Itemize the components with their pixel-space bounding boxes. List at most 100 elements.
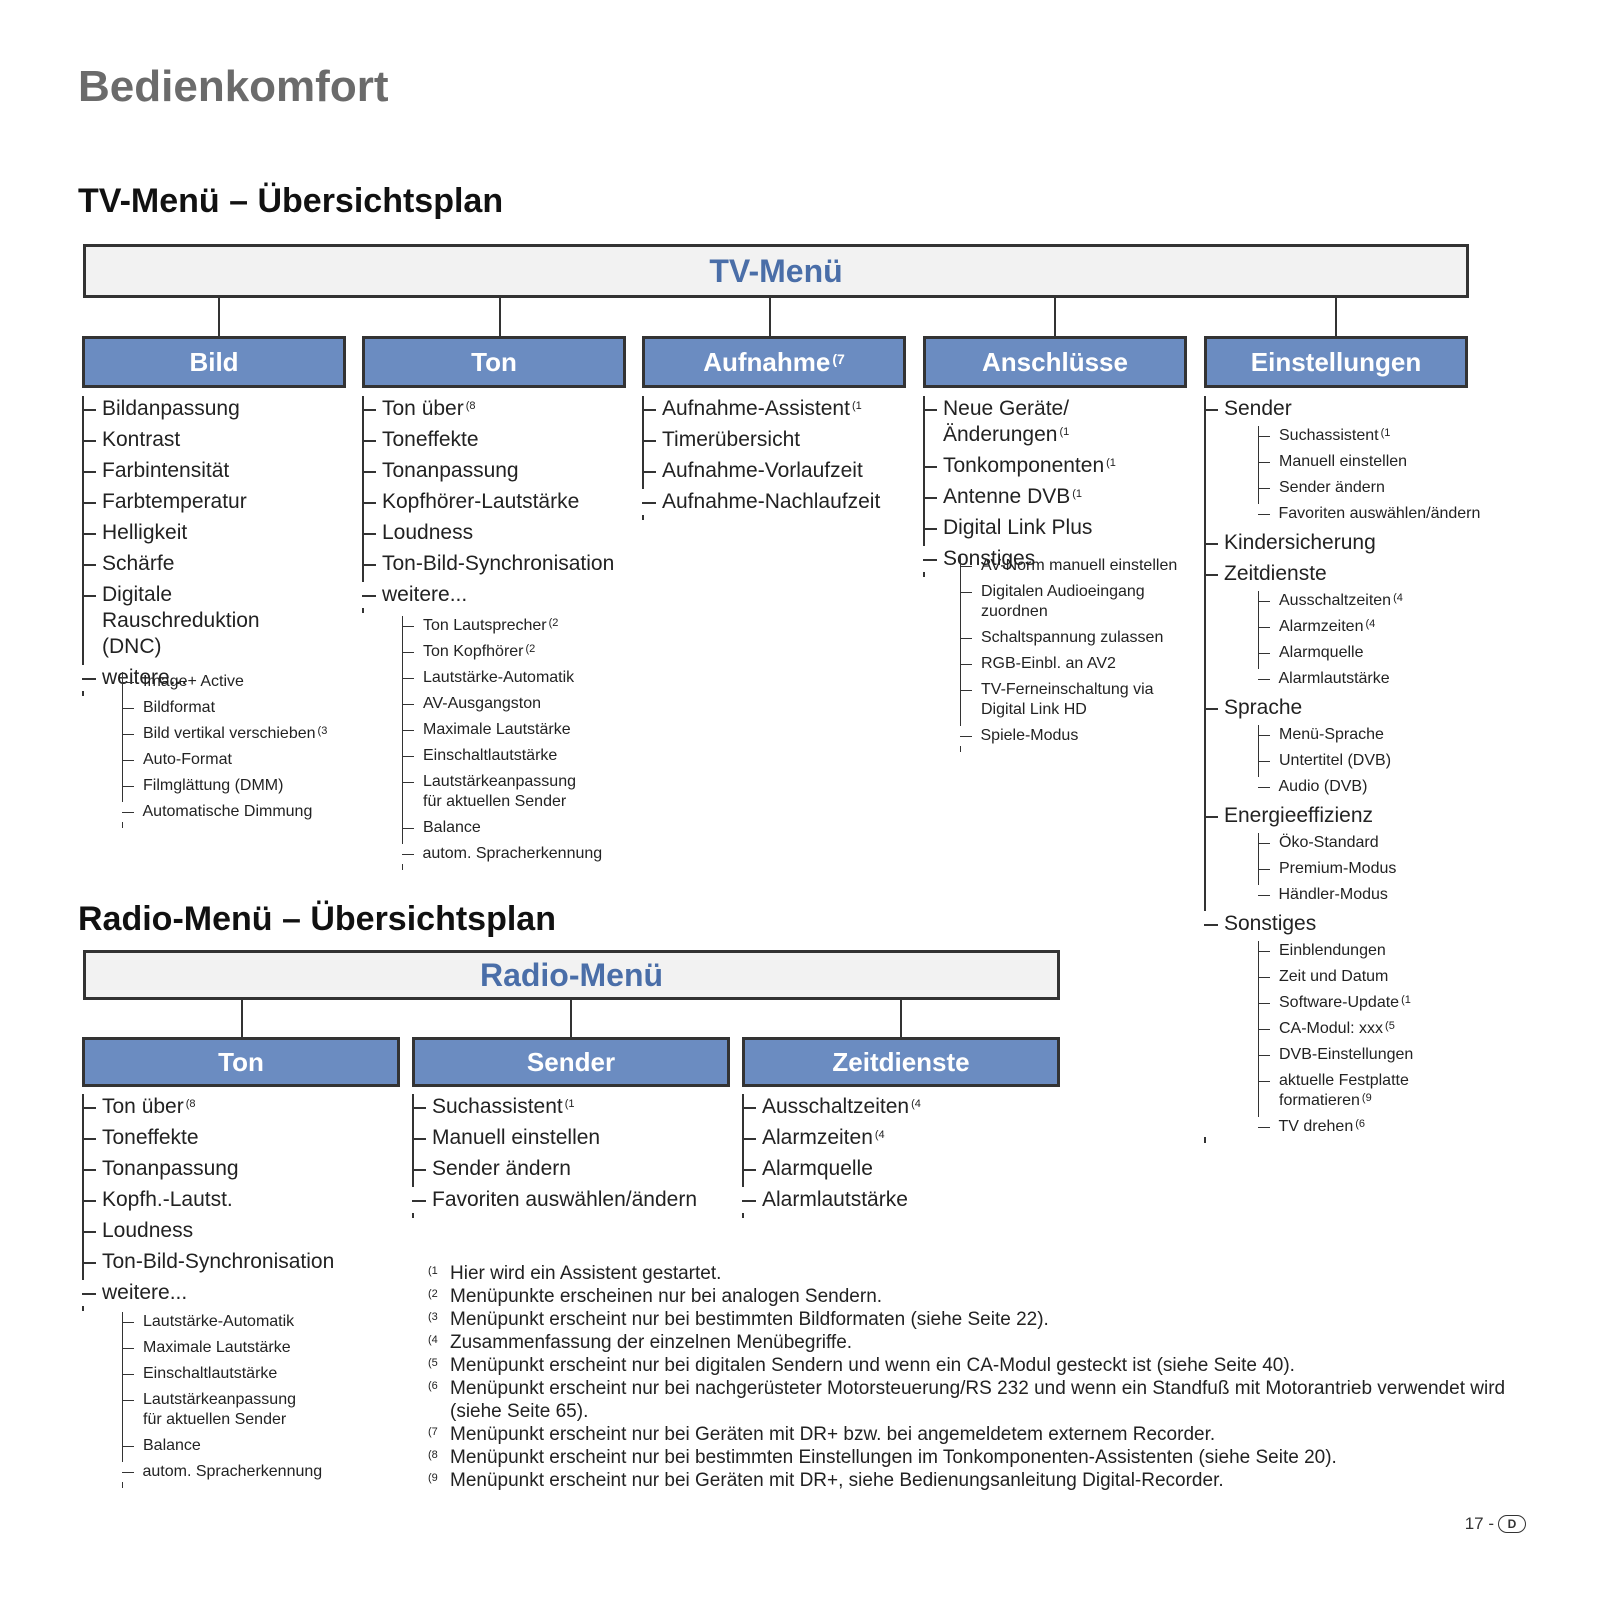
footnote-ref: (2 xyxy=(548,617,559,629)
menu-item: weitere... xyxy=(82,1280,384,1306)
tv-section-title: TV-Menü – Übersichtsplan xyxy=(78,182,504,220)
sub-item: Alarmlautstärke xyxy=(1257,669,1521,689)
sub-item: Image+ Active xyxy=(122,672,343,692)
menu-item: Loudness xyxy=(362,520,624,546)
sub-item: Audio (DVB) xyxy=(1257,777,1521,797)
menu-item: Farbtemperatur xyxy=(82,489,334,515)
sub-item: Spiele-Modus xyxy=(959,726,1182,746)
sub-item: Premium-Modus xyxy=(1258,859,1520,879)
menu-item: Ton-Bild-Synchronisation xyxy=(82,1249,384,1275)
menu-item: Toneffekte xyxy=(362,427,624,453)
radio-ton-subitem-list: Lautstärke-Automatik Maximale Lautstärke… xyxy=(121,1312,343,1488)
radio-menu-header: Radio-Menü xyxy=(83,950,1060,1000)
einstellungen-subitem-list: Suchassistent(1 Manuell einstellen Sende… xyxy=(1257,426,1521,524)
sub-item: Balance xyxy=(402,818,623,838)
sub-item: Ton Lautsprecher(2 xyxy=(402,616,623,636)
footnote-ref: (4 xyxy=(1393,592,1403,604)
ton-item-list: Ton über(8 Toneffekte Tonanpassung Kopfh… xyxy=(362,396,624,613)
menu-item: Kindersicherung xyxy=(1204,530,1486,556)
menu-item: Bildanpassung xyxy=(82,396,334,422)
sub-item: Alarmzeiten(4 xyxy=(1258,617,1520,637)
bild-subitem-list: Image+ Active Bildformat Bild vertikal v… xyxy=(121,672,344,828)
menu-item: Schärfe xyxy=(82,551,334,577)
sub-item: Manuell einstellen xyxy=(1258,452,1520,472)
menu-item: Alarmzeiten(4 xyxy=(742,1125,1044,1151)
tv-category-einstellungen: Einstellungen xyxy=(1204,336,1468,388)
sub-item: Lautstärkeanpassung für aktuellen Sender xyxy=(122,1390,303,1430)
sub-item: Balance xyxy=(122,1436,343,1456)
sub-item: Bildformat xyxy=(122,698,343,718)
sub-item: Schaltspannung zulassen xyxy=(960,628,1181,648)
menu-item: Favoriten auswählen/ändern xyxy=(412,1187,714,1213)
menu-item: Sonstiges Einblendungen Zeit und Datum S… xyxy=(1204,911,1486,1137)
menu-item: Digital Link Plus xyxy=(923,515,1195,541)
menu-item: Alarmlautstärke xyxy=(742,1187,1044,1213)
einstellungen-item-list: Sender Suchassistent(1 Manuell einstelle… xyxy=(1204,396,1486,1143)
menu-item: Ton über(8 xyxy=(362,396,624,422)
menu-item: Toneffekte xyxy=(82,1125,384,1151)
sub-item: Automatische Dimmung xyxy=(121,802,344,822)
menu-item: Ausschaltzeiten(4 xyxy=(742,1094,1044,1120)
sub-item: Favoriten auswählen/ändern xyxy=(1257,504,1521,524)
sub-item: Einblendungen xyxy=(1258,941,1459,961)
connector xyxy=(769,298,771,336)
radio-category-zeitdienste: Zeitdienste xyxy=(742,1037,1060,1087)
menu-item: Ton-Bild-Synchronisation xyxy=(362,551,624,577)
footnote-ref: (1 xyxy=(564,1098,575,1110)
sub-item: aktuelle Festplatte formatieren(9 xyxy=(1258,1071,1429,1111)
radio-sender-item-list: Suchassistent(1 Manuell einstellen Sende… xyxy=(412,1094,714,1218)
menu-item: Helligkeit xyxy=(82,520,334,546)
sub-item: Ausschaltzeiten(4 xyxy=(1258,591,1520,611)
menu-item: Kopfh.-Lautst. xyxy=(82,1187,384,1213)
sub-item: Einschaltlautstärke xyxy=(402,746,623,766)
tv-category-bild: Bild xyxy=(82,336,346,388)
page-number: 17 - D xyxy=(1465,1514,1526,1534)
sub-item: Suchassistent(1 xyxy=(1258,426,1520,446)
sub-item: Öko-Standard xyxy=(1258,833,1520,853)
sub-item: Digitalen Audioeingang zuordnen xyxy=(960,582,1161,622)
sub-item: TV drehen(6 xyxy=(1257,1117,1460,1137)
sub-item: RGB-Einbl. an AV2 xyxy=(960,654,1181,674)
menu-item: Neue Geräte/Änderungen(1 xyxy=(923,396,1195,448)
footnote-ref: (4 xyxy=(911,1098,921,1110)
sub-item: Menü-Sprache xyxy=(1258,725,1520,745)
tv-category-anschluesse: Anschlüsse xyxy=(923,336,1187,388)
radio-zeitdienste-item-list: Ausschaltzeiten(4 Alarmzeiten(4 Alarmque… xyxy=(742,1094,1044,1218)
connector xyxy=(218,298,220,336)
footnote-ref: (1 xyxy=(851,400,862,412)
sub-item: Händler-Modus xyxy=(1257,885,1521,905)
menu-item: Manuell einstellen xyxy=(412,1125,714,1151)
tv-category-ton: Ton xyxy=(362,336,626,388)
sub-item: Einschaltlautstärke xyxy=(122,1364,343,1384)
menu-item: Sender Suchassistent(1 Manuell einstelle… xyxy=(1204,396,1486,524)
sub-item: Zeit und Datum xyxy=(1258,967,1459,987)
menu-item: Farbintensität xyxy=(82,458,334,484)
footnote-ref: (1 xyxy=(1401,994,1411,1006)
menu-item: Timerübersicht xyxy=(642,427,914,453)
radio-ton-item-list: Ton über(8 Toneffekte Tonanpassung Kopfh… xyxy=(82,1094,384,1311)
sub-item: DVB-Einstellungen xyxy=(1258,1045,1459,1065)
radio-category-sender: Sender xyxy=(412,1037,730,1087)
footnote-ref: (2 xyxy=(525,643,536,655)
menu-item: Energieeffizienz Öko-Standard Premium-Mo… xyxy=(1204,803,1486,905)
menu-item: Kopfhörer-Lautstärke xyxy=(362,489,624,515)
einstellungen-subitem-list: Einblendungen Zeit und Datum Software-Up… xyxy=(1257,941,1460,1137)
einstellungen-subitem-list: Menü-Sprache Untertitel (DVB) Audio (DVB… xyxy=(1257,725,1521,797)
sub-item: Maximale Lautstärke xyxy=(402,720,623,740)
connector xyxy=(499,298,501,336)
sub-item: Untertitel (DVB) xyxy=(1258,751,1520,771)
menu-item: Aufnahme-Vorlaufzeit xyxy=(642,458,914,484)
tv-category-aufnahme: Aufnahme(7 xyxy=(642,336,906,388)
sub-item: Maximale Lautstärke xyxy=(122,1338,343,1358)
menu-item: Tonanpassung xyxy=(82,1156,384,1182)
aufnahme-item-list: Aufnahme-Assistent(1 Timerübersicht Aufn… xyxy=(642,396,914,520)
sub-item: Software-Update(1 xyxy=(1258,993,1459,1013)
menu-item: Tonkomponenten(1 xyxy=(923,453,1195,479)
page-number-text: 17 - xyxy=(1464,1514,1494,1533)
radio-category-ton: Ton xyxy=(82,1037,400,1087)
footnote-ref: (1 xyxy=(1106,457,1116,469)
